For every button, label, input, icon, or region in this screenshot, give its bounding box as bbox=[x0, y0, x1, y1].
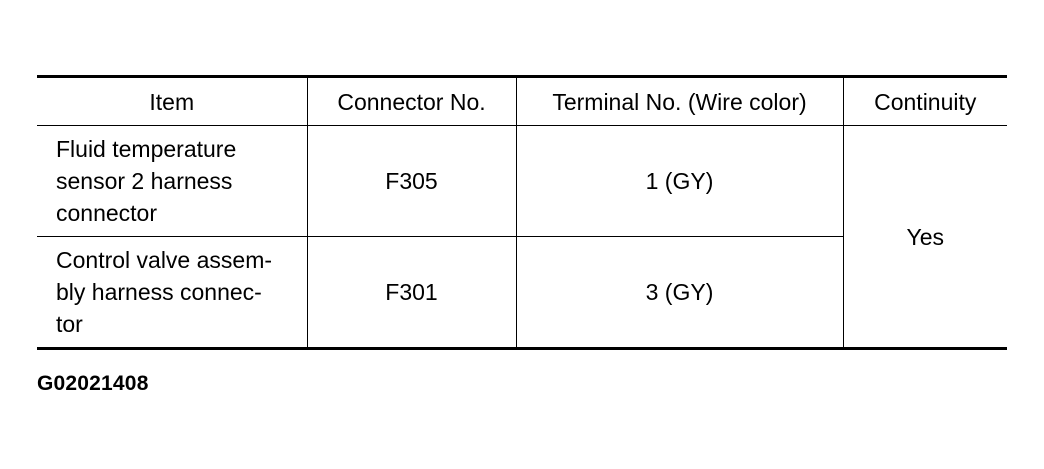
item-text-line: Fluid temperature bbox=[56, 136, 237, 162]
item-text-line: connector bbox=[56, 200, 158, 226]
table-header-row: Item Connector No. Terminal No. (Wire co… bbox=[37, 75, 1007, 126]
item-text-line: tor bbox=[56, 311, 83, 337]
header-terminal-no: Terminal No. (Wire color) bbox=[515, 75, 844, 126]
terminal-no-cell: 3 (GY) bbox=[515, 236, 843, 350]
item-text-line: bly harness connec- bbox=[56, 279, 262, 305]
terminal-no-cell: 1 (GY) bbox=[515, 125, 844, 237]
header-item: Item bbox=[37, 75, 308, 126]
item-text-line: Control valve assem- bbox=[56, 247, 273, 273]
item-cell: Fluid temperature sensor 2 harness conne… bbox=[37, 125, 308, 237]
connector-no-cell: F301 bbox=[306, 236, 517, 350]
continuity-spec-table: Item Connector No. Terminal No. (Wire co… bbox=[37, 75, 1007, 350]
connector-no-cell: F305 bbox=[306, 125, 517, 237]
item-cell: Control valve assem- bly harness connec-… bbox=[37, 236, 308, 350]
header-continuity: Continuity bbox=[842, 75, 1007, 126]
header-connector-no: Connector No. bbox=[306, 75, 517, 126]
figure-code: G02021408 bbox=[37, 372, 149, 395]
table-row: Fluid temperature sensor 2 harness conne… bbox=[37, 125, 1007, 350]
continuity-cell: Yes bbox=[842, 125, 1007, 350]
table-row: Control valve assem- bly harness connec-… bbox=[37, 236, 1007, 350]
item-text-line: sensor 2 harness bbox=[56, 168, 233, 194]
